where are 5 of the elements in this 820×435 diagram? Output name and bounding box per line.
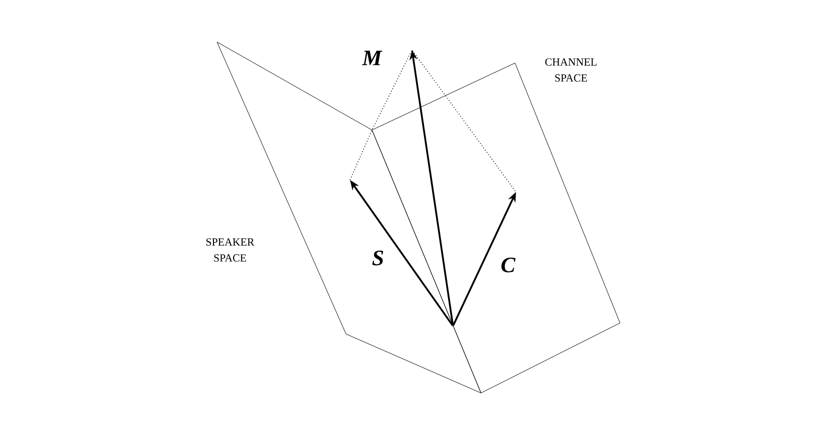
space-label: SPEAKER SPACE [206, 238, 254, 262]
space-label: CHANNEL SPACE [545, 58, 596, 82]
vector-label: S [372, 250, 384, 266]
vector-label: C [501, 258, 516, 272]
vector-label: M [362, 50, 382, 66]
